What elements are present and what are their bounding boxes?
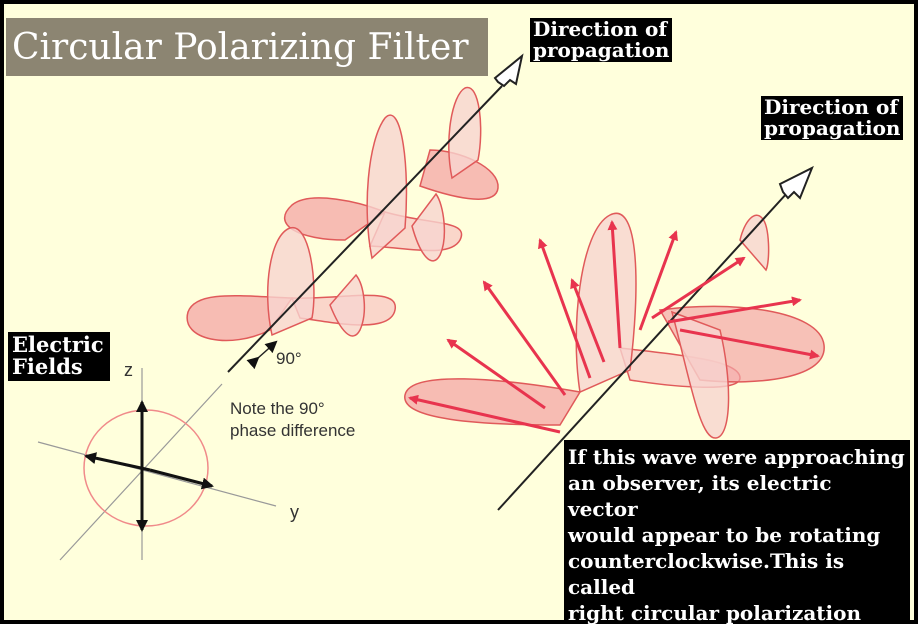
circular-wave	[404, 165, 825, 511]
linear-wave-pair	[186, 53, 524, 373]
field-vector	[667, 296, 802, 324]
phase-note-line: Note the 90°	[230, 399, 325, 418]
wave-lobe	[267, 227, 315, 337]
explanation-line: an observer, its electric vector	[568, 471, 832, 521]
wave-lobe	[329, 273, 366, 337]
explanation-line: If this wave were approaching	[568, 445, 905, 469]
angle-label: 90°	[276, 349, 302, 368]
direction-label-top: Direction of propagation	[530, 17, 673, 62]
axis-label-z: z	[124, 360, 133, 380]
wave-lobe	[739, 214, 770, 272]
field-vector	[607, 220, 622, 349]
direction-label-line: Direction of	[533, 17, 668, 41]
y-axis	[37, 441, 277, 507]
direction-label-line: propagation	[533, 38, 670, 62]
phase-note-line: phase difference	[230, 421, 356, 440]
explanation-box: If this wave were approaching an observe…	[564, 440, 910, 624]
phase-marker	[246, 340, 278, 370]
field-vector	[538, 238, 592, 379]
field-axes	[37, 368, 277, 561]
explanation-line: right circular polarization	[568, 601, 861, 624]
explanation-line: would appear to be rotating	[568, 523, 881, 547]
electric-label-line: Fields	[12, 354, 83, 380]
horizontal-field-vector	[149, 468, 214, 490]
hollow-arrow-icon	[778, 165, 814, 200]
wave-lobe	[411, 192, 446, 262]
field-vector	[638, 230, 678, 331]
electric-label-line: Electric	[12, 332, 104, 357]
wave-lobe	[404, 378, 582, 426]
field-vector	[482, 280, 567, 396]
direction-label-right: Direction of propagation	[761, 95, 904, 140]
field-vector	[570, 278, 606, 363]
page-title: Circular Polarizing Filter	[6, 18, 488, 76]
electric-fields-label: Electric Fields	[8, 332, 110, 382]
field-vector	[679, 328, 820, 360]
wave-lobe	[284, 197, 387, 241]
horizontal-field-vector	[84, 452, 151, 472]
field-vector	[651, 256, 746, 320]
explanation-line: counterclockwise.This is called	[568, 549, 845, 599]
field-vector	[446, 338, 546, 410]
wave-lobe	[670, 310, 730, 439]
hollow-arrow-icon	[493, 53, 524, 88]
phase-note: Note the 90° phase difference	[230, 398, 355, 442]
propagation-axis	[227, 85, 503, 373]
propagation-axis	[497, 191, 789, 511]
direction-label-line: propagation	[764, 116, 901, 140]
field-vector	[408, 394, 561, 434]
direction-label-line: Direction of	[764, 95, 899, 119]
wave-lobe	[186, 295, 294, 342]
axis-label-y: y	[290, 502, 299, 522]
